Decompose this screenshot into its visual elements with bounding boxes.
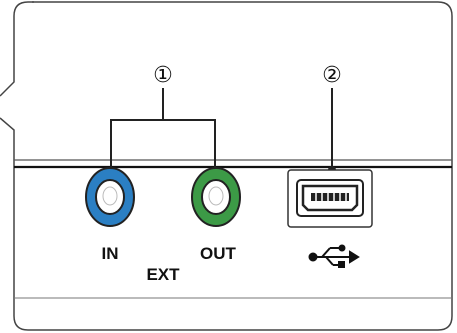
in-jack: [85, 167, 135, 227]
ext-label: EXT: [146, 265, 180, 284]
usb-icon: [308, 244, 360, 268]
in-label: IN: [102, 244, 119, 263]
callout-1-bracket: [110, 119, 216, 170]
panel-outline-top-left: [0, 1, 34, 97]
usb-port: [287, 169, 373, 228]
callout-1: ①: [153, 63, 173, 88]
out-label: OUT: [200, 244, 237, 263]
out-jack: [191, 167, 241, 227]
callout-2: ②: [322, 63, 342, 88]
